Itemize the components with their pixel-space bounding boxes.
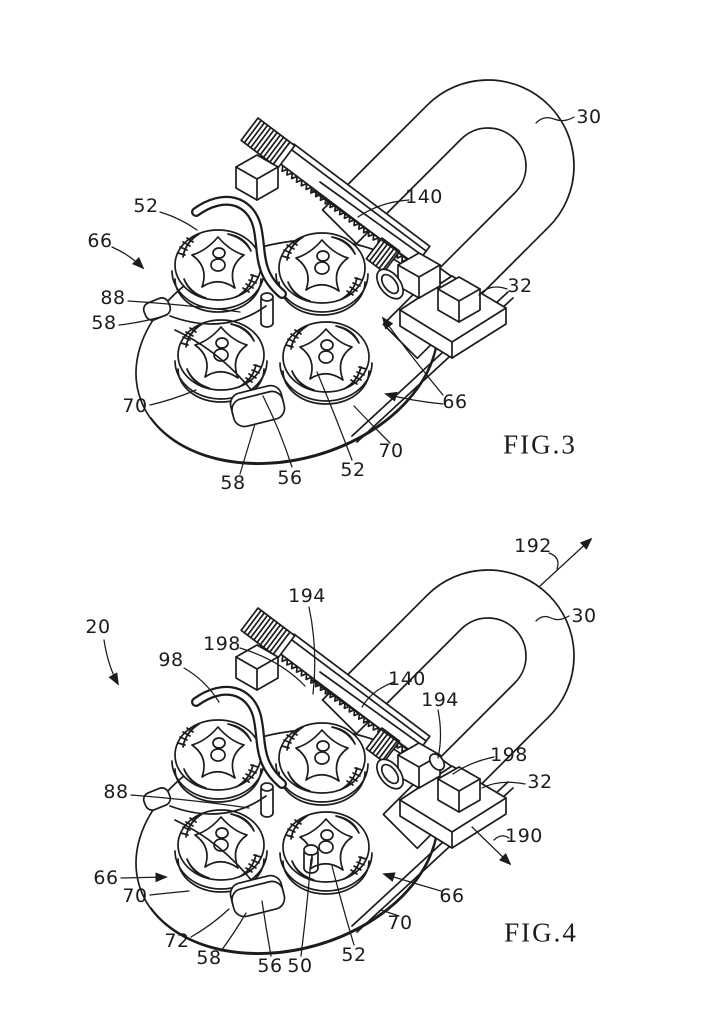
- fig3-caption: FIG.3: [503, 429, 577, 460]
- fig4-caption: FIG.4: [504, 917, 578, 948]
- fig4-leader-lines: [103, 537, 593, 957]
- fig4-extra-parts: [303, 753, 446, 874]
- fig3-leader-lines: [111, 116, 575, 475]
